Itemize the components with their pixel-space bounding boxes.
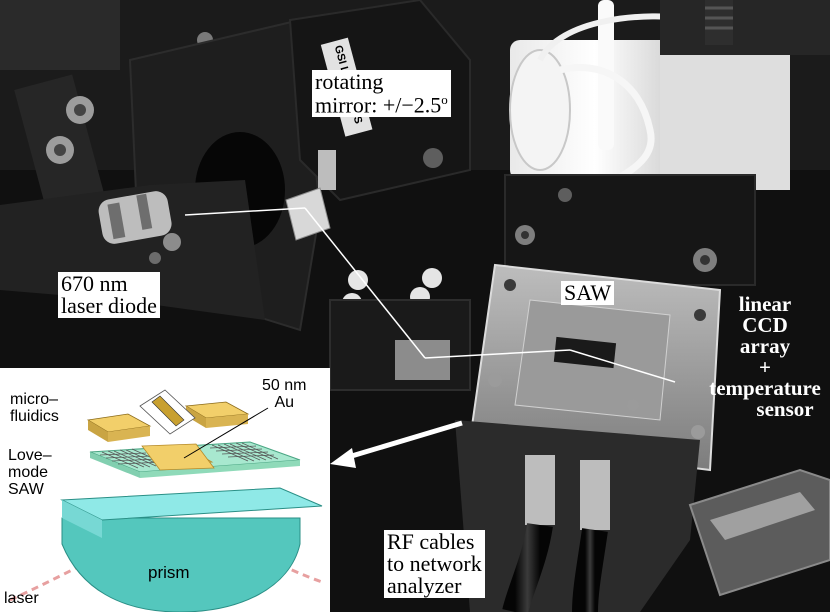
love-saw-line-3: SAW (8, 480, 44, 498)
ccd-label-line-2: CCD (742, 313, 788, 337)
channel-slot (151, 395, 185, 427)
mirror-plate (285, 187, 331, 241)
gold-label: 50 nm Au (262, 377, 307, 412)
rf-cables-label-line-2: to network (387, 551, 482, 576)
saw-substrate-front (140, 460, 300, 478)
translation-stage (504, 174, 756, 286)
laser-diode-label-line-1: 670 nm (61, 271, 128, 296)
laser-diode-label: 670 nm laser diode (58, 272, 160, 318)
rf-cables-label-line-3: analyzer (387, 573, 462, 598)
top-left-mount (0, 0, 120, 70)
saw-fixture-base (455, 420, 700, 612)
rf-cable-right (572, 528, 608, 612)
gold-label-line-1: 50 nm (262, 377, 307, 394)
micro-fluidics-line-1: micro– (10, 391, 59, 408)
gold-label-line-2: Au (274, 393, 295, 411)
schematic-drawing (9, 389, 326, 612)
laser-beam-path (184, 207, 676, 383)
laser-label-text: laser (4, 590, 39, 607)
ccd-label-line-3: array (739, 334, 791, 358)
rotating-mirror-label: rotating mirror: +/−2.5o (312, 69, 451, 118)
rf-cables-label: RF cables to network analyzer (384, 530, 485, 598)
sma-connector-left (525, 455, 555, 525)
rotating-mirror-range: mirror: +/−2.5 (315, 92, 442, 118)
love-saw-line-1: Love– (8, 447, 52, 464)
spring-right (705, 0, 733, 45)
saw-label-text: SAW (564, 280, 612, 305)
rf-cable-left (502, 522, 553, 612)
rotating-mirror-label-line-2: mirror: +/−2.5o (315, 93, 448, 116)
prism-label-text: prism (148, 563, 190, 582)
idt-right (209, 442, 279, 462)
sma-connector-right (580, 460, 610, 530)
ccd-label-line-1: linear (738, 292, 792, 316)
saw-chip (553, 336, 617, 369)
microfluidic-pad-left-edge (88, 420, 108, 442)
love-saw-line-2: mode (8, 463, 49, 481)
schematic-inset: micro– fluidics 50 nm Au Love– mode SAW … (0, 368, 330, 612)
idt-left (99, 448, 169, 469)
laser-beam-dashed (9, 516, 326, 602)
ccd-sensor-window (710, 492, 815, 540)
ccd-array-label: linear CCD array + temperature sensor (690, 294, 830, 420)
microfluidic-pad-right-edge (186, 406, 206, 428)
stage-screws (423, 148, 717, 272)
prism-label: prism (148, 564, 190, 582)
rotating-mirror-label-line-1: rotating (315, 69, 384, 94)
rf-cables-label-line-1: RF cables (387, 529, 475, 554)
micro-fluidics-line-2: fluidics (10, 407, 59, 425)
ccd-label-line-5: temperature (709, 376, 821, 400)
microfluidic-pad-left-front (108, 426, 150, 442)
saw-label: SAW (561, 280, 615, 305)
mirror-bracket (318, 150, 336, 190)
top-right-fixture (660, 0, 830, 55)
gold-pointer-line (183, 407, 269, 459)
inset-pointer-arrow (330, 420, 463, 468)
degree-symbol: o (441, 92, 448, 107)
prism-top-face (60, 487, 323, 521)
ccd-label-line-4: + (759, 355, 771, 379)
laser-diode-label-line-2: laser diode (61, 293, 157, 318)
prism-holder-small (395, 340, 450, 380)
prism-side-top (62, 500, 102, 538)
saw-fixture (468, 263, 722, 472)
ccd-label-line-6: sensor (756, 397, 814, 421)
microfluidic-pad-right-front (206, 414, 248, 428)
micro-fluidics-label: micro– fluidics (10, 391, 59, 426)
saw-substrate-edge (90, 452, 140, 478)
love-saw-label: Love– mode SAW (8, 447, 52, 498)
laser-label: laser (4, 590, 39, 608)
